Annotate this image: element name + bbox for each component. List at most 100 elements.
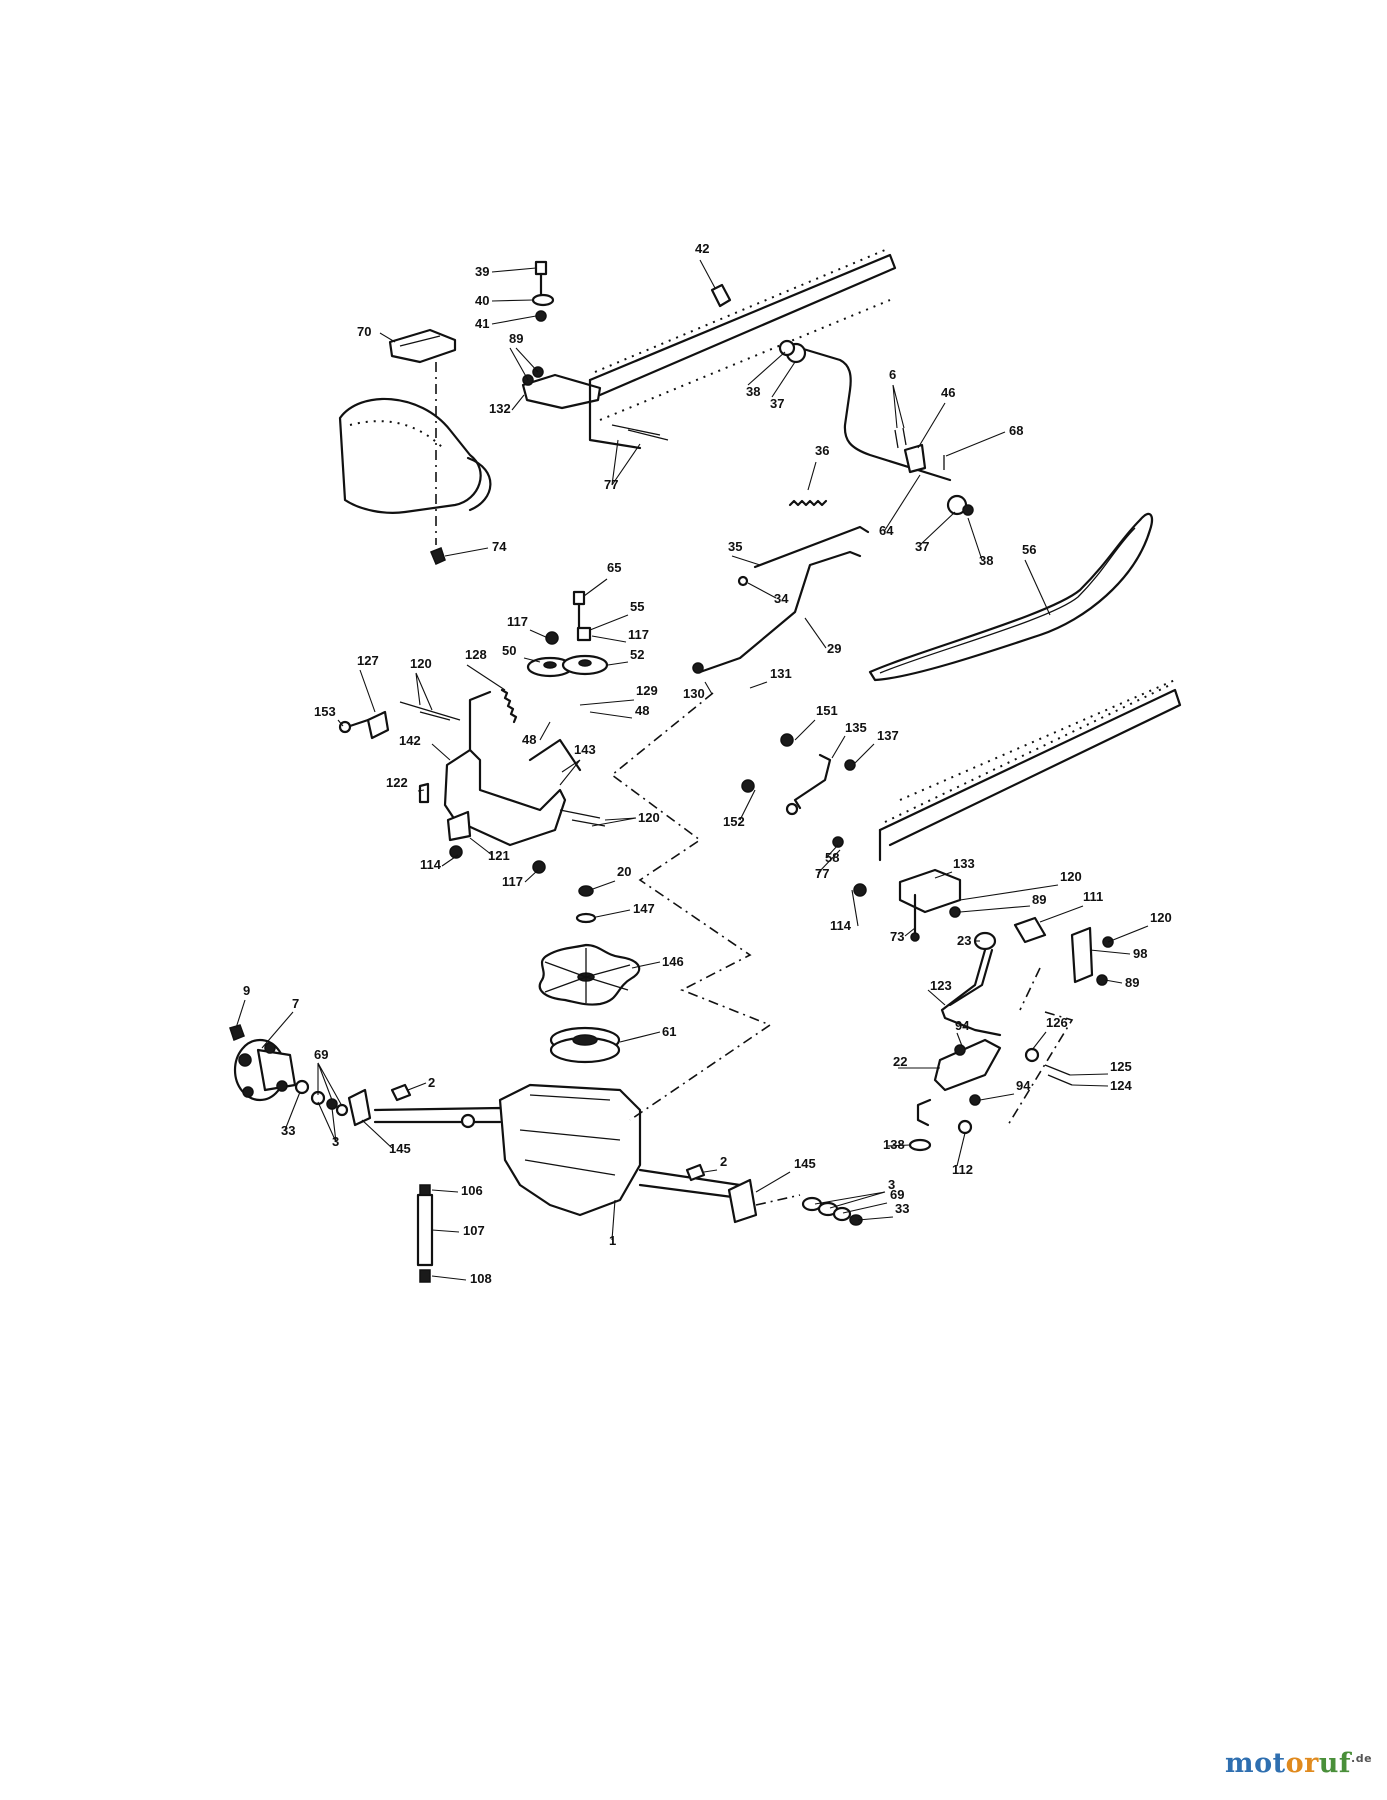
handle-123: [940, 948, 1002, 1037]
part-label-2: 2: [428, 1075, 435, 1090]
part-label-37: 37: [915, 539, 929, 554]
part-label-69: 69: [314, 1047, 328, 1062]
part-label-122: 122: [386, 775, 408, 790]
part-label-128: 128: [465, 647, 487, 662]
part-label-41: 41: [475, 316, 489, 331]
part-label-38: 38: [979, 553, 993, 568]
part-label-50: 50: [502, 643, 516, 658]
bracket-145-left: [347, 1088, 372, 1127]
part-label-145: 145: [389, 1141, 411, 1156]
part-label-39: 39: [475, 264, 489, 279]
key-2-left: [390, 1083, 412, 1102]
part-label-34: 34: [774, 591, 789, 606]
transaxle-1: [373, 1083, 742, 1217]
plate-133: [832, 836, 962, 942]
part-label-147: 147: [633, 901, 655, 916]
link-35: [737, 525, 870, 587]
part-label-117: 117: [628, 627, 649, 642]
part-label-64: 64: [879, 523, 894, 538]
part-label-153: 153: [314, 704, 336, 719]
part-label-37: 37: [770, 396, 784, 411]
key-2-right: [685, 1163, 706, 1182]
part-label-151: 151: [816, 703, 838, 718]
bolt-74: [430, 547, 446, 565]
part-label-137: 137: [877, 728, 899, 743]
part-label-23: 23: [957, 933, 971, 948]
lever-22: [908, 1038, 1073, 1152]
part-label-35: 35: [728, 539, 742, 554]
washer-147: [575, 912, 597, 924]
part-label-20: 20: [617, 864, 631, 879]
part-label-33: 33: [895, 1201, 909, 1216]
bracket-145-right: [727, 1178, 801, 1224]
part-label-112: 112: [952, 1162, 973, 1177]
frame-rail-right: [878, 679, 1182, 862]
spring-128: [500, 688, 518, 724]
part-label-89: 89: [509, 331, 523, 346]
part-label-55: 55: [630, 599, 644, 614]
brand-part-3: uf: [1318, 1748, 1352, 1779]
part-label-22: 22: [893, 1054, 907, 1069]
part-label-61: 61: [662, 1024, 676, 1039]
shift-linkage: [741, 733, 856, 816]
part-label-146: 146: [662, 954, 684, 969]
part-label-121: 121: [488, 848, 510, 863]
part-label-120: 120: [1150, 910, 1172, 925]
part-label-124: 124: [1110, 1078, 1132, 1093]
part-label-65: 65: [607, 560, 621, 575]
part-label-120: 120: [1060, 869, 1082, 884]
brand-part-1: mot: [1225, 1748, 1286, 1779]
bushing-42: [710, 283, 732, 308]
shift-rod: [778, 339, 974, 516]
fender-housing: [338, 397, 492, 514]
part-label-145: 145: [794, 1156, 816, 1171]
part-label-114: 114: [830, 918, 852, 933]
bracket-132: [521, 366, 669, 441]
pulley-61: [549, 1026, 621, 1064]
part-label-3: 3: [332, 1134, 339, 1149]
idler-pulley-52: [561, 654, 609, 676]
part-label-77: 77: [604, 477, 618, 492]
bolt-9: [229, 1024, 245, 1041]
part-label-42: 42: [695, 241, 709, 256]
part-label-58: 58: [825, 850, 839, 865]
part-label-94: 94: [955, 1018, 970, 1033]
part-label-94: 94: [1016, 1078, 1031, 1093]
part-label-77: 77: [815, 866, 829, 881]
part-label-133: 133: [953, 856, 975, 871]
bracket-142: [338, 690, 606, 874]
part-label-107: 107: [463, 1223, 485, 1238]
part-label-2: 2: [720, 1154, 727, 1169]
part-label-68: 68: [1009, 423, 1023, 438]
drive-belt-56: [868, 512, 1154, 682]
cap-70: [388, 328, 457, 545]
part-label-111: 111: [1083, 889, 1103, 904]
part-label-40: 40: [475, 293, 489, 308]
part-label-3: 3: [888, 1177, 895, 1192]
part-label-120: 120: [638, 810, 660, 825]
link-29: [692, 550, 862, 674]
part-label-56: 56: [1022, 542, 1036, 557]
connection-lines: [610, 692, 1074, 1126]
part-label-73: 73: [890, 929, 904, 944]
part-label-127: 127: [357, 653, 379, 668]
part-label-142: 142: [399, 733, 421, 748]
part-label-89: 89: [1125, 975, 1139, 990]
part-label-117: 117: [502, 874, 523, 889]
part-label-1: 1: [609, 1233, 616, 1248]
part-label-46: 46: [941, 385, 955, 400]
part-label-131: 131: [770, 666, 792, 681]
part-label-108: 108: [470, 1271, 492, 1286]
part-label-69: 69: [890, 1187, 904, 1202]
part-label-120: 120: [410, 656, 432, 671]
spring-36: [788, 499, 828, 507]
idler-pulley-50: [526, 656, 574, 678]
part-label-36: 36: [815, 443, 829, 458]
part-label-29: 29: [827, 641, 841, 656]
nut-20: [578, 885, 594, 897]
part-label-98: 98: [1133, 946, 1147, 961]
bolt-39-41: [531, 260, 555, 322]
wheel-hub-7: [233, 1038, 297, 1102]
